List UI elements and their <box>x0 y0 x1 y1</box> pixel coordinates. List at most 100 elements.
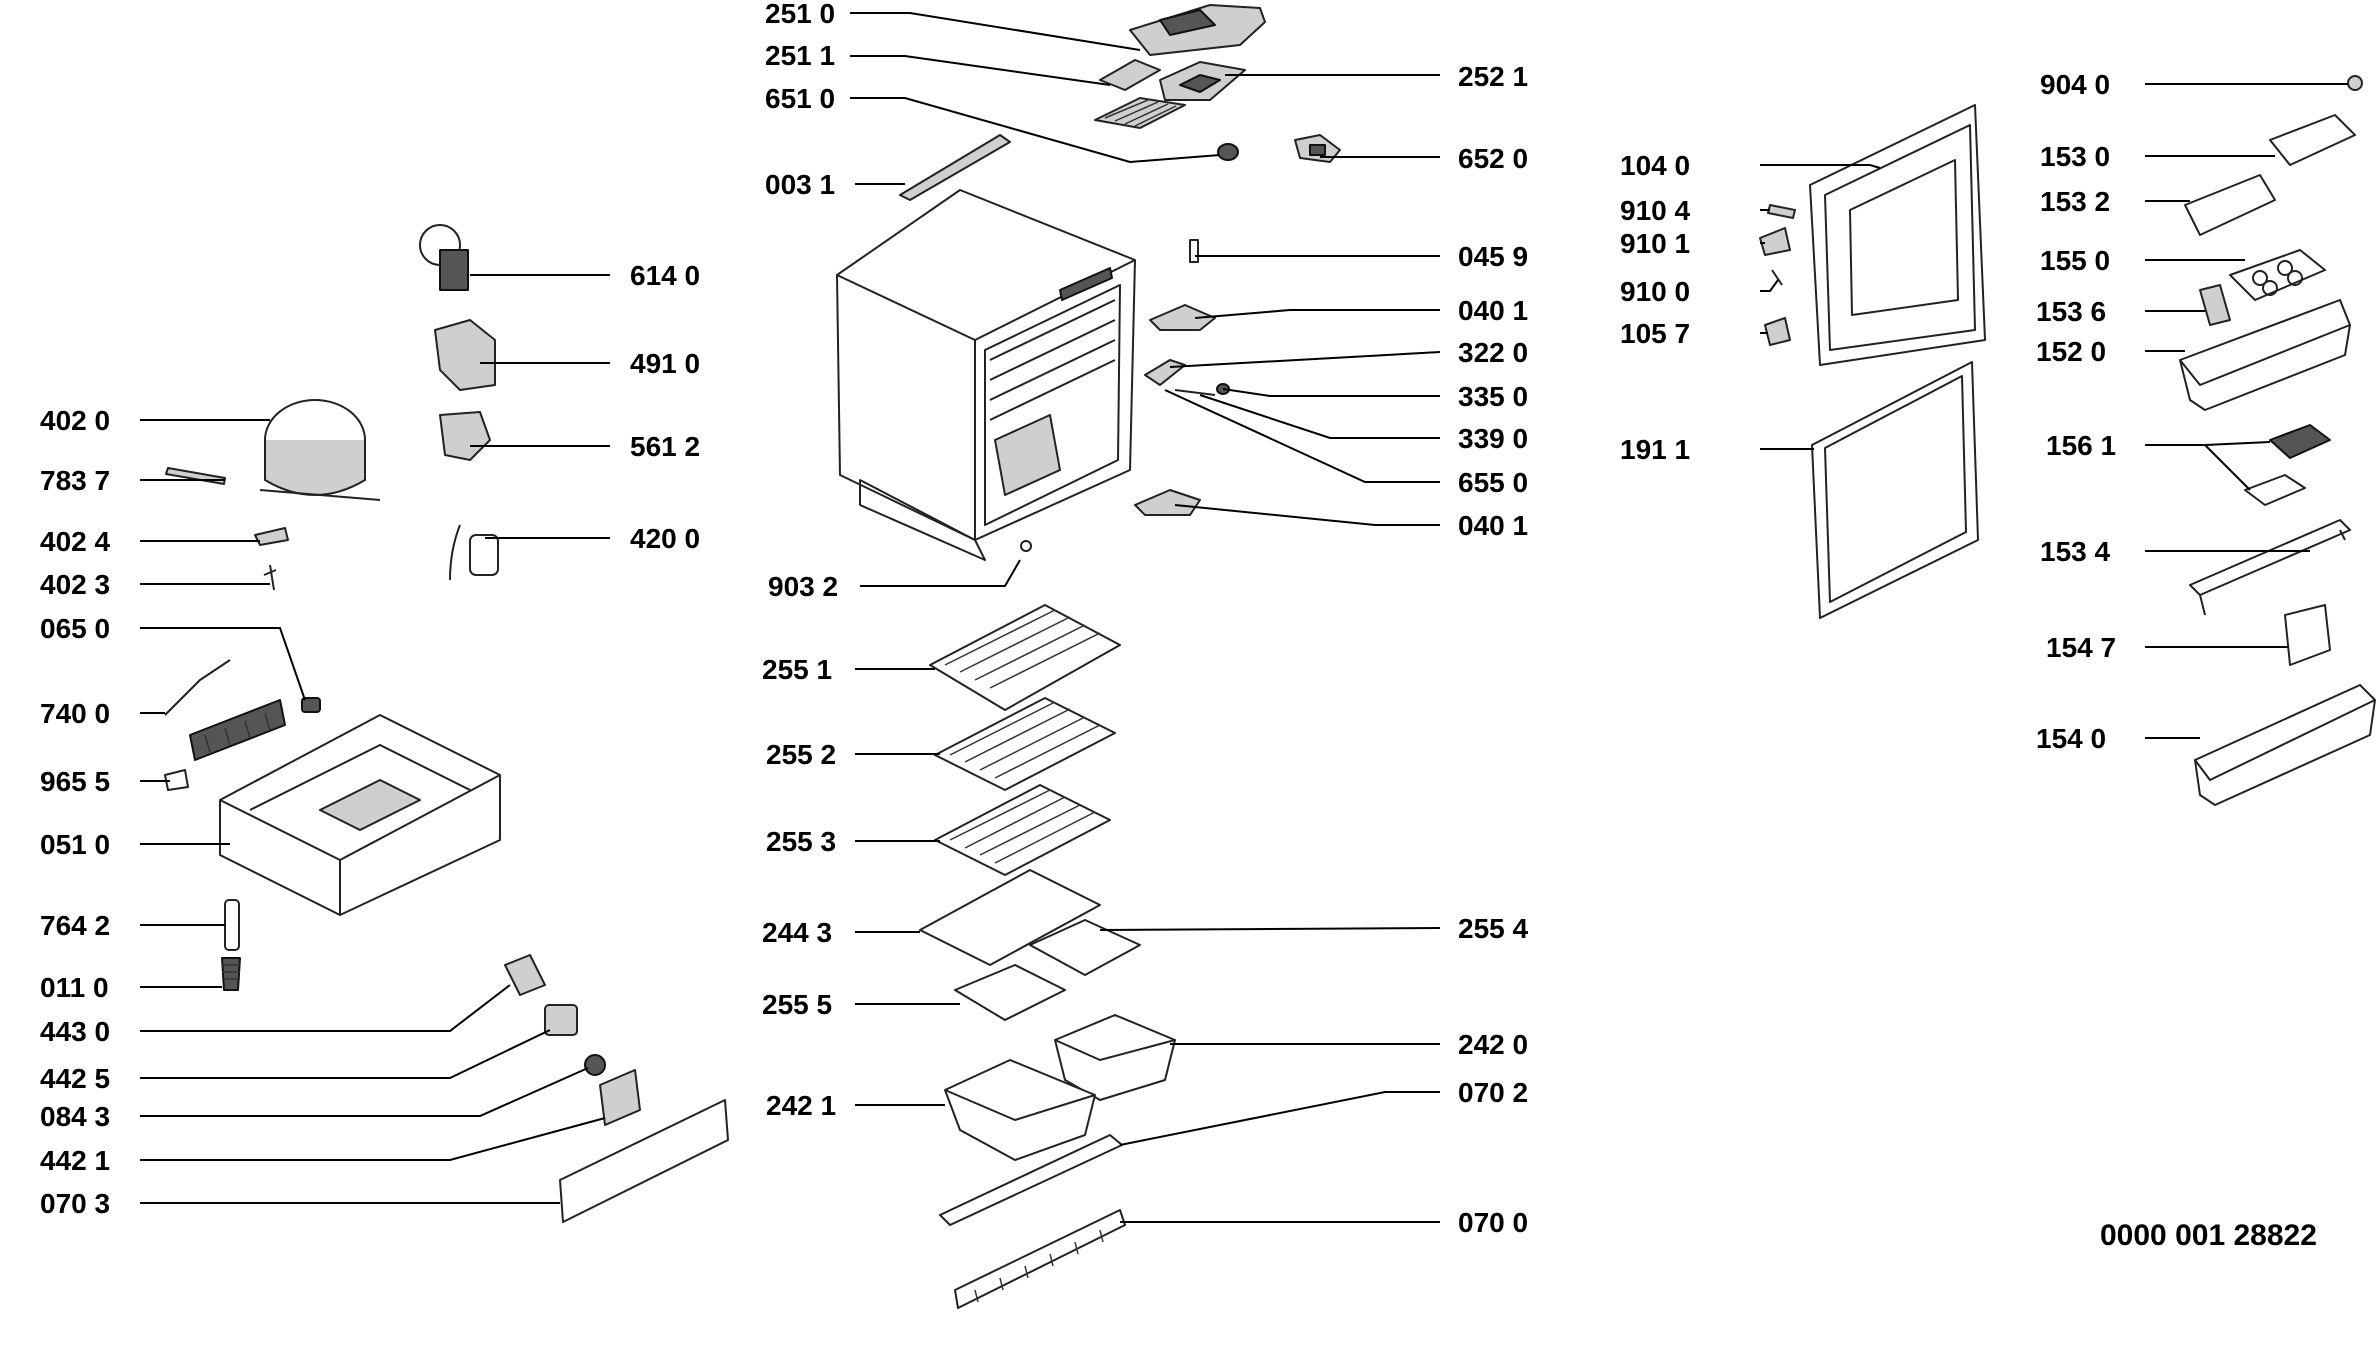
part-2510-hinge-cover <box>1129 4 1266 56</box>
part-0650-cap <box>301 697 321 713</box>
label-040-1-lower: 040 1 <box>1458 510 1528 541</box>
part-9040-knob <box>2347 75 2363 91</box>
label-740-0: 740 0 <box>40 698 110 729</box>
part-6510-grille <box>1094 97 1186 129</box>
part-2521-bracket <box>1159 61 1246 101</box>
label-070-3: 070 3 <box>40 1188 110 1219</box>
label-402-4: 402 4 <box>40 526 110 557</box>
part-2555-holder <box>954 964 1066 1021</box>
label-255-5: 255 5 <box>762 989 832 1020</box>
label-153-6: 153 6 <box>2036 296 2106 327</box>
label-070-0: 070 0 <box>1458 1207 1528 1238</box>
label-339-0: 339 0 <box>1458 423 1528 454</box>
label-783-7: 783 7 <box>40 465 110 496</box>
label-065-0: 065 0 <box>40 613 110 644</box>
label-156-1: 156 1 <box>2046 430 2116 461</box>
label-242-0: 242 0 <box>1458 1029 1528 1060</box>
part-3220-bracket <box>1144 359 1186 386</box>
label-965-5: 965 5 <box>40 766 110 797</box>
label-402-3: 402 3 <box>40 569 110 600</box>
label-561-2: 561 2 <box>630 431 700 462</box>
part-4910-cover <box>434 319 496 391</box>
label-003-1: 003 1 <box>765 169 835 200</box>
part-1534-rail <box>2189 519 2351 616</box>
part-4020-compressor <box>259 399 381 501</box>
part-4024-bracket <box>254 527 289 546</box>
label-242-1: 242 1 <box>766 1090 836 1121</box>
label-252-1: 252 1 <box>1458 61 1528 92</box>
label-322-0: 322 0 <box>1458 337 1528 368</box>
leader-lines <box>140 12 2348 1223</box>
part-1561-lid <box>2244 474 2306 506</box>
label-040-1-upper: 040 1 <box>1458 295 1528 326</box>
label-442-1: 442 1 <box>40 1145 110 1176</box>
part-1040-door <box>1809 104 1986 366</box>
part-7837-tube <box>165 467 226 485</box>
fridge-cabinet <box>836 189 1136 561</box>
part-2552-shelf <box>934 697 1116 791</box>
label-011-0: 011 0 <box>40 972 109 1003</box>
part-2420-crisper <box>1054 1014 1176 1101</box>
part-4200-capacitor <box>449 524 499 581</box>
part-1536-clip <box>2199 284 2231 326</box>
part-number-labels: 251 0 251 1 651 0 003 1 252 1 652 0 045 … <box>40 0 2317 1252</box>
label-051-0: 051 0 <box>40 829 110 860</box>
label-153-0: 153 0 <box>2040 141 2110 172</box>
part-4425-knob-unit <box>544 1004 578 1036</box>
part-1532-holder <box>2184 174 2276 236</box>
part-0843-knob <box>584 1054 606 1076</box>
part-2511-handle-cover <box>1099 59 1161 91</box>
label-251-0: 251 0 <box>765 0 835 29</box>
label-153-4: 153 4 <box>2040 536 2110 567</box>
part-4430-thermostat <box>504 954 546 996</box>
label-251-1: 251 1 <box>765 40 835 71</box>
part-0031-strip <box>899 134 1011 201</box>
part-0703-plinth <box>559 1099 729 1223</box>
part-0110-foot <box>221 957 241 991</box>
document-id: 0000 001 28822 <box>2100 1219 2317 1252</box>
label-255-2: 255 2 <box>766 739 836 770</box>
label-442-5: 442 5 <box>40 1063 110 1094</box>
label-655-0: 655 0 <box>1458 467 1528 498</box>
part-9655-plug <box>164 769 189 791</box>
part-1520-door-shelf <box>2179 299 2351 411</box>
label-420-0: 420 0 <box>630 523 700 554</box>
part-0510-base-tray <box>219 714 501 916</box>
part-2421-crisper <box>944 1059 1096 1161</box>
part-0459-pin <box>1189 239 1199 263</box>
part-0401-hinge-lower <box>1134 489 1201 516</box>
label-104-0: 104 0 <box>1620 150 1690 181</box>
part-4421-bracket <box>599 1069 641 1126</box>
label-070-2: 070 2 <box>1458 1077 1528 1108</box>
label-255-4: 255 4 <box>1458 913 1528 944</box>
part-1911-gasket <box>1811 361 1979 619</box>
label-045-9: 045 9 <box>1458 241 1528 272</box>
part-9032-clip <box>1020 540 1032 552</box>
part-7400-condenser <box>164 659 286 761</box>
part-9100-screw <box>1771 269 1783 286</box>
label-191-1: 191 1 <box>1620 434 1690 465</box>
label-255-1: 255 1 <box>762 654 832 685</box>
label-651-0: 651 0 <box>765 83 835 114</box>
part-5612-clamp <box>439 411 491 461</box>
label-335-0: 335 0 <box>1458 381 1528 412</box>
label-904-0: 904 0 <box>2040 69 2110 100</box>
part-1550-egg-tray <box>2229 249 2326 301</box>
part-9101-hinge <box>1759 227 1791 256</box>
part-1057-hinge-pin <box>1764 317 1791 346</box>
part-1530-bottle-holder <box>2269 114 2356 166</box>
part-1540-bottle-shelf <box>2194 684 2376 806</box>
label-154-7: 154 7 <box>2046 632 2116 663</box>
part-9104-screw <box>1767 204 1796 219</box>
part-0700-plinth <box>954 1209 1126 1309</box>
label-154-0: 154 0 <box>2036 723 2106 754</box>
label-402-0: 402 0 <box>40 405 110 436</box>
label-084-3: 084 3 <box>40 1101 110 1132</box>
part-0401-hinge-upper <box>1149 304 1216 331</box>
part-7642-spring <box>224 899 240 951</box>
part-4023-pin <box>263 564 277 591</box>
part-1561-cover <box>2269 424 2331 459</box>
label-152-0: 152 0 <box>2036 336 2106 367</box>
label-105-7: 105 7 <box>1620 318 1690 349</box>
